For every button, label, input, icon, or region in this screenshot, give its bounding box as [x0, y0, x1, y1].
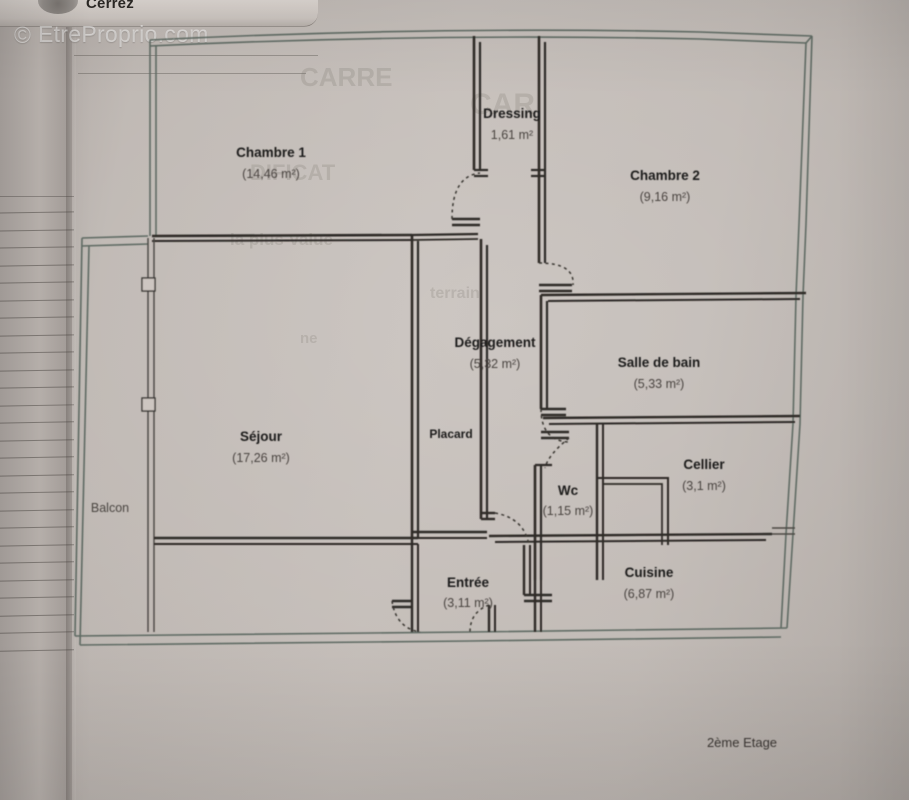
watermark: © EtreProprio.com: [14, 21, 209, 49]
room-area: (3,11 m²): [443, 596, 493, 610]
top-page-fragment: Cerrez: [0, 0, 318, 27]
room-label-degagement: Dégagement (5,32 m²): [454, 335, 536, 371]
room-label-cuisine: Cuisine (6,87 m²): [624, 565, 675, 601]
room-area: (14,46 m²): [242, 167, 300, 181]
page-gutter-shadow: [66, 0, 76, 800]
room-label-salle-de-bain: Salle de bain (5,33 m²): [618, 355, 701, 391]
door-swing-chambre2: [538, 262, 574, 286]
door-swing-chambre1: [451, 172, 481, 220]
room-label-sejour: Séjour (17,26 m²): [232, 429, 290, 465]
watermark-text: EtreProprio.com: [37, 21, 209, 47]
door-swing-degagement: [494, 512, 530, 546]
room-name: Chambre 1: [236, 145, 306, 160]
room-name: Salle de bain: [618, 355, 701, 370]
room-area: (17,26 m²): [232, 451, 290, 465]
floor-note: 2ème Etage: [707, 735, 777, 750]
room-label-cellier: Cellier (3,1 m²): [682, 457, 726, 493]
window-marker-lower: [141, 397, 156, 412]
fragment-label: Cerrez: [86, 0, 134, 12]
room-area: (5,33 m²): [634, 377, 685, 391]
page-rule-line: [0, 196, 74, 197]
room-area: (1,15 m²): [543, 504, 594, 518]
room-name: Balcon: [91, 501, 129, 515]
room-area: (3,1 m²): [682, 479, 726, 493]
room-label-balcon: Balcon: [91, 501, 129, 515]
fragment-logo-icon: [38, 0, 78, 14]
room-name: Séjour: [240, 429, 283, 444]
interior-walls: [141, 36, 807, 633]
room-label-entree: Entrée (3,11 m²): [443, 575, 493, 610]
door-swing-wc: [544, 437, 570, 469]
room-name: Dressing: [483, 106, 541, 121]
building-envelope: [74, 29, 813, 646]
room-labels: Chambre 1 (14,46 m²) Dressing 1,61 m² Chambr…: [91, 106, 726, 610]
room-area: (6,87 m²): [624, 587, 675, 601]
door-swing-entree-left: [391, 600, 421, 633]
room-label-chambre-1: Chambre 1 (14,46 m²): [236, 145, 306, 181]
room-area: (9,16 m²): [640, 190, 691, 204]
room-name: Cellier: [683, 457, 725, 472]
door-swing-entree-right: [469, 604, 490, 633]
room-name: Entrée: [447, 575, 490, 590]
room-label-wc: Wc (1,15 m²): [543, 483, 594, 518]
fragment-rule-bottom: [78, 73, 306, 74]
room-label-dressing: Dressing 1,61 m²: [483, 106, 541, 142]
room-name: Cuisine: [625, 565, 674, 580]
room-area: 1,61 m²: [491, 128, 533, 142]
left-ruled-page: [0, 0, 75, 800]
room-label-chambre-2: Chambre 2 (9,16 m²): [630, 168, 700, 204]
window-marker-upper: [141, 277, 156, 292]
room-name: Chambre 2: [630, 168, 700, 183]
copyright-icon: ©: [14, 22, 32, 48]
room-name: Placard: [429, 427, 472, 441]
room-label-placard: Placard: [429, 427, 472, 441]
room-name: Dégagement: [454, 335, 536, 350]
fragment-rule-top: [74, 55, 318, 56]
room-area: (5,32 m²): [470, 357, 521, 371]
room-name: Wc: [558, 483, 579, 498]
